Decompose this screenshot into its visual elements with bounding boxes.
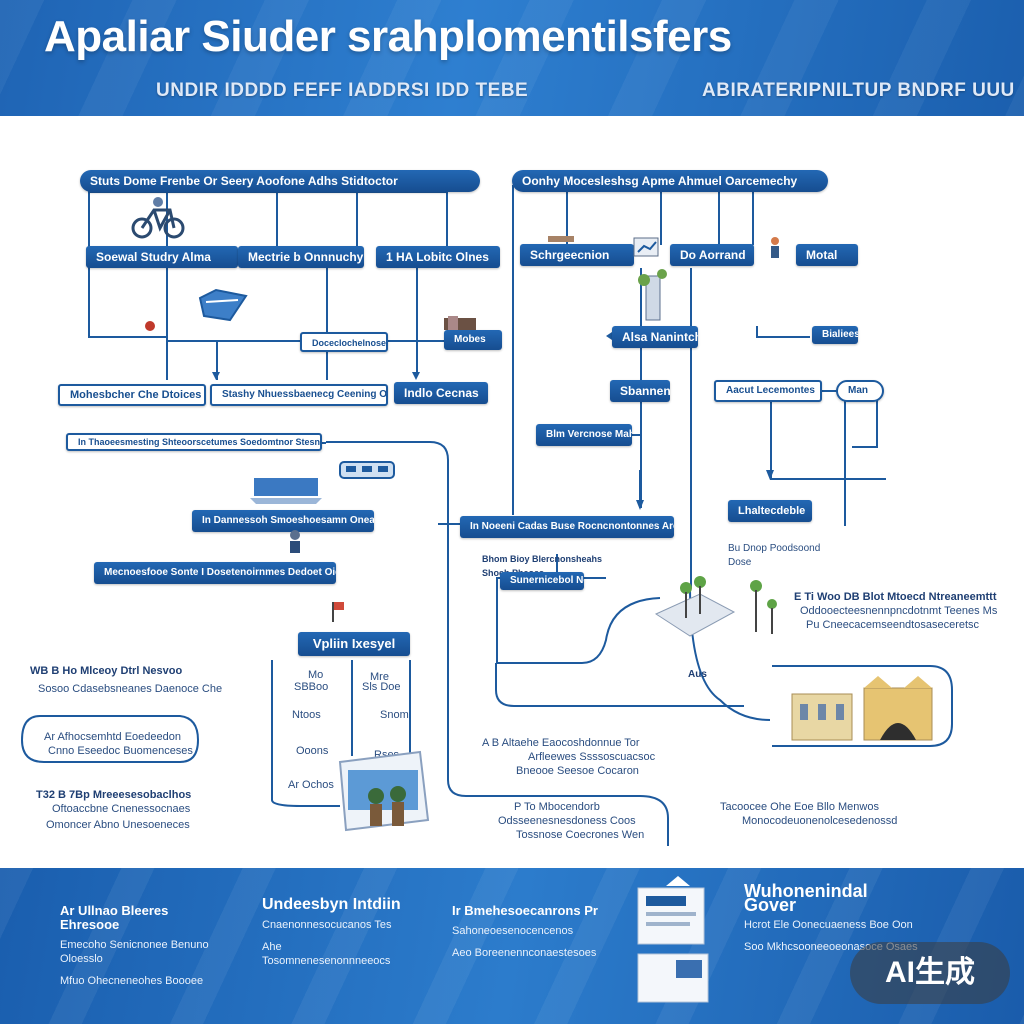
campus-trees-illustration	[654, 576, 777, 637]
hub-item-right: Mre	[370, 671, 389, 683]
left-tree-node-3: 1 HA Lobitc Olnes	[376, 246, 500, 268]
right-tree-mid-node: Alsa Nanintch	[612, 326, 698, 348]
connector	[326, 266, 328, 380]
person-icon	[771, 237, 779, 258]
document-stack-illustration	[637, 876, 709, 1003]
right-tree-leaf-1: Sbannen	[610, 380, 670, 402]
desk-icon	[548, 236, 574, 242]
connector	[844, 400, 846, 526]
footer-banner	[0, 868, 1024, 1024]
connector	[660, 185, 662, 245]
flow-right-node-note: Bu Dnop Poodsoond Dose	[728, 543, 821, 568]
connector	[88, 336, 168, 338]
right-tree-node-1: Schrgeecnion	[520, 244, 634, 266]
laptop-icon	[250, 478, 322, 504]
figure-icon	[290, 530, 300, 553]
right-tree-root: Oonhy Mocesleshsg Apme Ahmuel Oarcemechy	[512, 170, 828, 192]
connector	[496, 577, 498, 663]
bicycle-icon	[131, 197, 185, 239]
chart-board-icon	[633, 237, 659, 257]
footer-column-3-text: Sahoneoesenocencenos	[452, 925, 574, 937]
connector	[752, 185, 754, 245]
left-tree-node-1: Soewal Studry Alma	[86, 246, 238, 268]
hub-item-left: Ar Ochos	[288, 779, 334, 791]
footer-column-1: Ar Ullnao Bleeres Ehresooe Emecoho Senic…	[60, 904, 220, 996]
connector	[718, 185, 720, 245]
footer-column-1-text: Mfuo Ohecneneohes Boooee	[60, 975, 204, 987]
left-tree-leaf-1: Mohesbcher Che Dtoices	[58, 384, 206, 406]
connector	[512, 185, 514, 515]
folder-icon	[198, 288, 248, 322]
classroom-illustration	[338, 750, 430, 832]
connector	[876, 400, 878, 446]
connector	[756, 336, 810, 338]
small-device-icon	[145, 321, 155, 331]
note-right-label: Aus	[688, 669, 707, 680]
cathedral-illustration	[791, 676, 933, 741]
connector	[446, 191, 448, 249]
ai-generated-watermark: AI生成	[850, 942, 1010, 1004]
connector	[566, 185, 568, 245]
flow-bar-3: Mecnoesfooe Sonte I Dosetenoirnmes Dedoe…	[94, 562, 336, 584]
connector	[166, 266, 168, 380]
connector	[88, 191, 448, 193]
page-title: Apaliar Siuder srahplomentilsfers	[44, 12, 732, 61]
flow-right-bar: In Noeeni Cadas Buse Rocncnontonnes Aree…	[460, 516, 674, 538]
hub-item-left: Mo	[308, 669, 324, 681]
connector	[770, 400, 772, 478]
connector	[356, 191, 358, 249]
right-tree-node-2: Do Aorrand	[670, 244, 754, 266]
connector	[770, 478, 886, 480]
left-tree-leaf-3: Indlo Cecnas	[394, 382, 488, 404]
flag-icon	[332, 602, 344, 622]
footer-column-3: Ir Bmehesoecanrons Pr Sahoneoesenocencen…	[452, 904, 612, 968]
hub-item-left: SBBoo	[294, 681, 329, 693]
connector	[166, 191, 168, 249]
tower-icon	[638, 269, 667, 321]
left-tree-leaf-2: Stashy Nhuessbaenecg Ceening Occts	[210, 384, 388, 406]
flow-mid-bar: Sunernicebol Neosdos	[500, 572, 584, 590]
books-icon	[444, 316, 476, 330]
flow-hub-title: Vpliin Ixesyel	[298, 632, 410, 656]
right-tree-leaf-4: Blm Vercnose Maher	[536, 424, 632, 446]
connector	[756, 326, 758, 338]
right-tree-arrow-node: Bialiees	[812, 326, 858, 344]
header-subtitle-left: UNDIR IDDDD FEFF IADDRSI IDD TEBE	[156, 80, 529, 101]
header-banner: Apaliar Siuder srahplomentilsfers UNDIR …	[0, 0, 1024, 116]
hub-item-left: Ooons	[296, 745, 329, 757]
footer-column-3-text: Aeo Boreenennconaestesoes	[452, 947, 597, 959]
connector	[276, 191, 278, 249]
footer-column-3-heading: Ir Bmehesoecanrons Pr	[452, 903, 598, 918]
right-tree-leaf-3: Man	[836, 380, 884, 402]
footer-column-2: Undeesbyn Intdiin Cnaenonnesocucanos Tes…	[262, 896, 412, 976]
flow-right-node: Lhaltecdeble	[728, 500, 812, 522]
footer-column-2-heading: Undeesbyn Intdiin	[262, 896, 401, 913]
footer-column-4-heading: Wuhonenindal Gover	[744, 881, 868, 915]
header-subtitle-right: ABIRATERIPNILTUP BNDRF UUU	[702, 80, 1015, 101]
footer-column-1-text: Emecoho Senicnonee Benuno Oloesslo	[60, 939, 209, 965]
footer-column-1-heading: Ar Ullnao Bleeres Ehresooe	[60, 903, 169, 932]
left-tree-side-node: Mobes	[444, 330, 502, 350]
connector	[852, 446, 878, 448]
right-tree-node-3: Motal	[796, 244, 858, 266]
connector	[216, 340, 218, 380]
connector	[690, 268, 692, 588]
left-tree-small-node: Doceclochelnoses	[300, 332, 388, 352]
flow-bar-2: In Dannessoh Smoeshoesamn Oneas	[192, 510, 374, 532]
train-icon	[339, 461, 395, 479]
hub-item-right: Sls Doe	[362, 681, 401, 693]
footer-column-2-text: Cnaenonnesocucanos Tes	[262, 919, 392, 931]
connector	[416, 266, 418, 376]
left-tree-node-2: Mectrie b Onnnuchy	[238, 246, 364, 268]
flow-long-bar: In Thaoeesmesting Shteoorscetumes Soedom…	[66, 433, 322, 451]
right-tree-leaf-2: Aacut Lecemontes	[714, 380, 822, 402]
hub-item-right: Snom	[380, 709, 409, 721]
hub-item-left: Ntoos	[292, 709, 321, 721]
footer-column-2-text: Ahe Tosomnenesenonnneeocs	[262, 941, 391, 967]
footer-column-4-text: Hcrot Ele Oonecuaeness Boe Oon	[744, 919, 913, 931]
left-tree-root: Stuts Dome Frenbe Or Seery Aoofone Adhs …	[80, 170, 480, 192]
